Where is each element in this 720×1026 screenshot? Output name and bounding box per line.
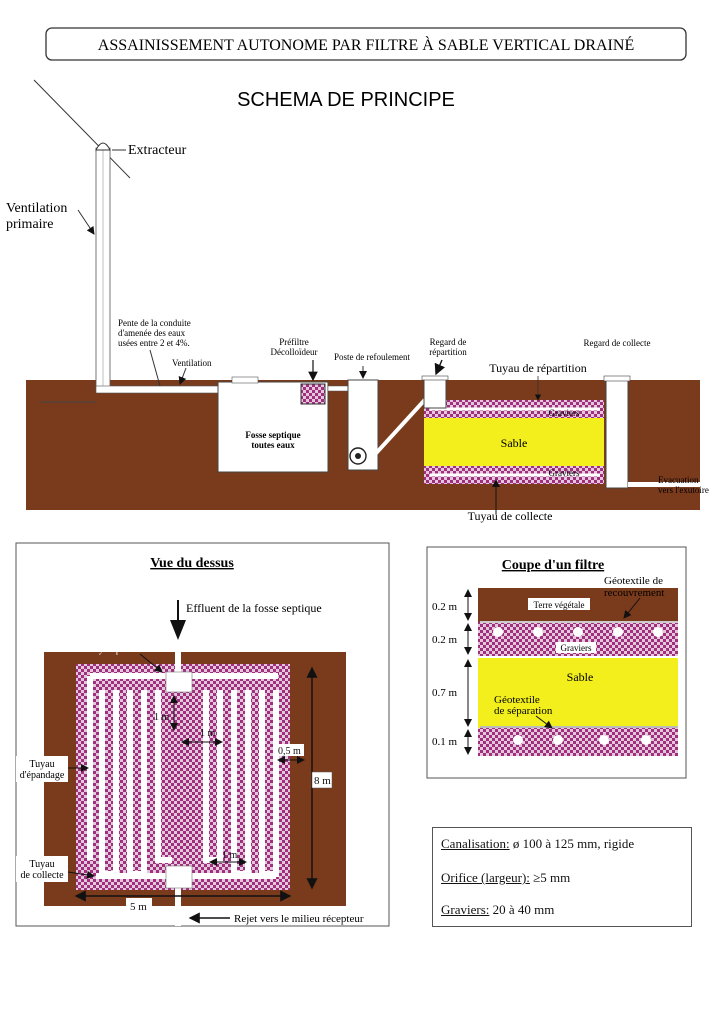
spec-canalisation: Canalisation: ø 100 à 125 mm, rigide <box>441 836 634 852</box>
profile-sable: Sable <box>501 436 528 450</box>
geotextile-rec-1: Géotextile de <box>604 575 663 587</box>
dim-1m-c: 1 m <box>222 850 238 861</box>
dim-1m-a: 1 m <box>154 712 170 723</box>
top-view-gravel-bed <box>76 664 290 890</box>
thickness-1: 0.2 m <box>432 601 458 613</box>
section-sable: Sable <box>567 670 594 684</box>
geotextile-sep-1: Géotextile <box>494 694 540 706</box>
tuyau-rep-label: Tuyau de répartition <box>489 361 587 375</box>
profile-graviers-top: Graviers <box>549 408 580 418</box>
gravel-pipes-top <box>493 627 663 637</box>
title-frame <box>45 27 687 61</box>
regard-top <box>165 671 193 693</box>
spec-graviers: Graviers: 20 à 40 mm <box>441 902 554 918</box>
specs-box: Canalisation: ø 100 à 125 mm, rigide Ori… <box>432 827 692 927</box>
effluent-label: Effluent de la fosse septique <box>186 601 322 615</box>
poste-label: Poste de refoulement <box>334 352 410 362</box>
section-graviers: Graviers <box>561 643 592 653</box>
section-terre: Terre végétale <box>533 600 584 610</box>
regard-bottom <box>165 865 193 889</box>
tuyau-plein-label: Tuyau plein <box>88 644 136 655</box>
evacuation-label-2: vers l'exutoire <box>658 485 709 495</box>
evacuation-label-1: Evacuation <box>658 475 699 485</box>
ventilation-primaire-label-2: primaire <box>6 217 53 232</box>
spec-orifice: Orifice (largeur): ≥5 mm <box>441 870 570 886</box>
spec-key: Graviers: <box>441 902 490 917</box>
dim-1m-b: 1 m <box>200 728 216 739</box>
thickness-4: 0.1 m <box>432 736 458 748</box>
tuyau-col-label: Tuyau de collecte <box>468 509 553 523</box>
ventilation-primaire-label-1: Ventilation <box>6 201 67 216</box>
thickness-2: 0.2 m <box>432 634 458 646</box>
prefiltre-label-1: Préfiltre <box>279 337 309 347</box>
pressure-pipe <box>366 390 434 464</box>
spec-key: Orifice (largeur): <box>441 870 530 885</box>
spec-value: 20 à 40 mm <box>489 902 555 917</box>
top-view-title: Vue du dessus <box>150 556 234 571</box>
geotextile-rec-2: recouvrement <box>604 587 664 599</box>
thickness-3: 0.7 m <box>432 687 458 699</box>
regard-col-label: Regard de collecte <box>584 338 651 348</box>
dim-5m: 5 m <box>130 901 147 913</box>
top-view: Vue du dessus Effluent de la fosse septi… <box>15 542 390 927</box>
fosse-label-2: toutes eaux <box>251 440 295 450</box>
geotextile-sep-2: de séparation <box>494 705 553 717</box>
page-subtitle: SCHEMA DE PRINCIPE <box>237 89 455 111</box>
pente-label-1: Pente de la conduite <box>118 318 191 328</box>
regard-rep-label-2: répartition <box>429 347 467 357</box>
section-title: Coupe d'un filtre <box>502 558 604 573</box>
dim-05m: 0,5 m <box>278 746 301 757</box>
extracteur-cap <box>95 142 111 151</box>
profile-graviers-bottom: Graviers <box>549 468 580 478</box>
dim-8m: 8 m <box>314 775 331 787</box>
spec-value: ø 100 à 125 mm, rigide <box>509 836 635 851</box>
page-title: ASSAINISSEMENT AUTONOME PAR FILTRE À SAB… <box>98 35 634 54</box>
regard-repartition <box>423 377 447 409</box>
pente-label-2: d'amenée des eaux <box>118 328 186 338</box>
inlet-pipe <box>95 385 221 394</box>
ventilation-label: Ventilation <box>172 358 212 368</box>
tuyau-epandage-label-2: d'épandage <box>20 770 65 781</box>
prefiltre <box>300 383 326 405</box>
pente-label-3: usées entre 2 et 4%. <box>118 338 190 348</box>
profile-view: Extracteur Ventilation primaire Pente de… <box>6 79 709 523</box>
tuyau-collecte-label-1: Tuyau <box>29 859 54 870</box>
rejet-label: Rejet vers le milieu récepteur <box>234 913 364 925</box>
fosse-label-1: Fosse septique <box>245 430 300 440</box>
spec-value: ≥5 mm <box>529 870 571 885</box>
regard-rep-label-1: Regard de <box>430 337 467 347</box>
gravel-pipes-bottom <box>513 735 651 745</box>
filter-sand <box>424 418 604 466</box>
extracteur-label: Extracteur <box>128 143 187 158</box>
spec-key: Canalisation: <box>441 836 510 851</box>
prefiltre-label-2: Décolloïdeur <box>271 347 318 357</box>
roof-line <box>33 79 131 179</box>
regard-collecte <box>605 379 629 489</box>
filter-section: Coupe d'un filtre Terre végétale Gravier… <box>426 546 687 779</box>
tuyau-collecte-label-2: de collecte <box>20 870 64 881</box>
tuyau-epandage-label-1: Tuyau <box>29 759 54 770</box>
layer-sand <box>478 658 678 728</box>
